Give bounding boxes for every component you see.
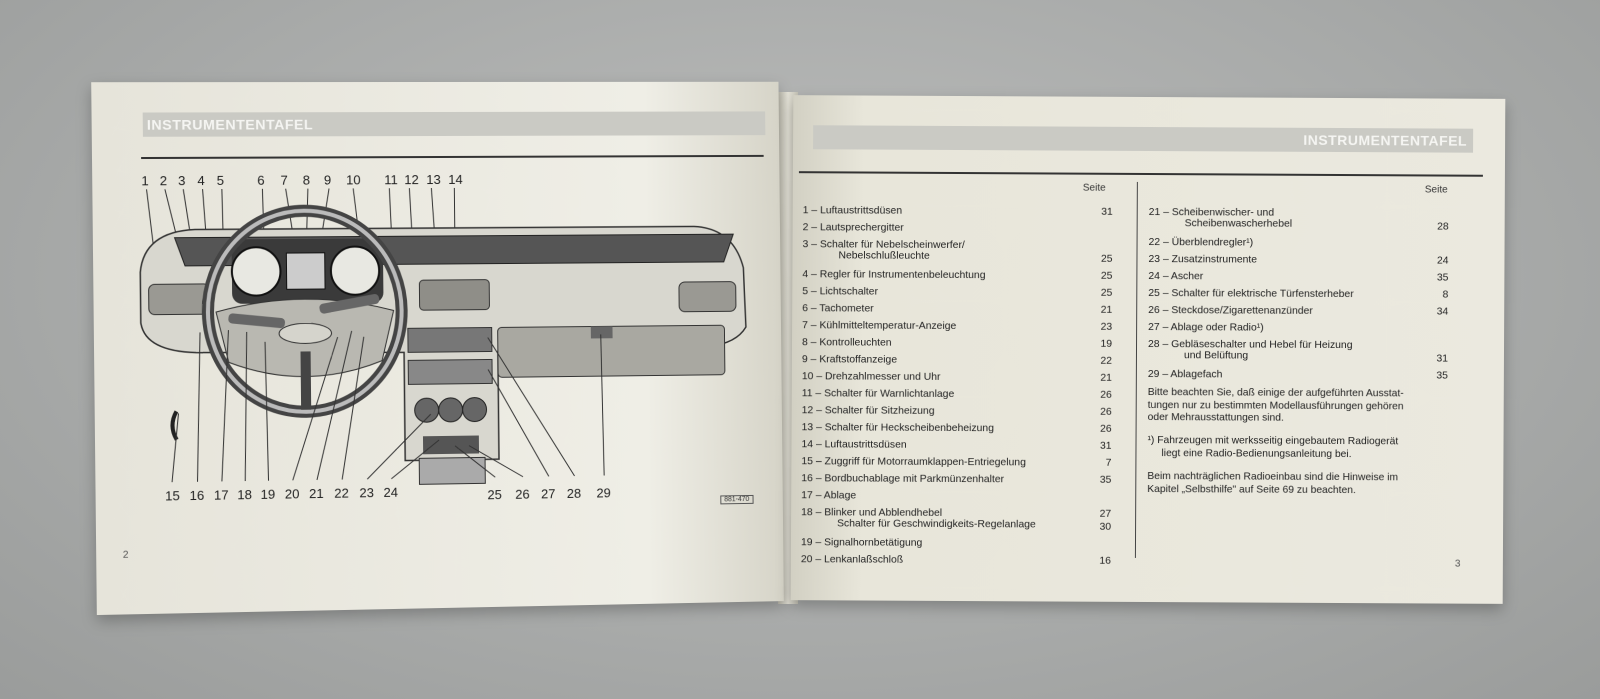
- right-page-number: 3: [1454, 558, 1461, 570]
- list-item: 3 – Schalter für Nebelscheinwerfer/Nebel…: [802, 239, 1113, 265]
- callout-10: 10: [346, 172, 361, 187]
- right-header-rule: [798, 171, 1483, 177]
- callout-8: 8: [303, 173, 310, 188]
- callout-26: 26: [515, 487, 529, 502]
- right-page: INSTRUMENTENTAFEL Seite Seite 1 – Luftau…: [790, 95, 1506, 604]
- callout-11: 11: [384, 172, 398, 187]
- note-radio-footnote: ¹) Fahrzeugen mit werksseitig eingebaute…: [1147, 434, 1399, 460]
- list-item: 25 – Schalter für elektrische Türfenster…: [1148, 288, 1449, 301]
- callout-24: 24: [383, 485, 398, 500]
- dashboard-drawing: [140, 208, 748, 485]
- left-page: INSTRUMENTENTAFEL 1 2 3 4 5 6 7 8 9 10 1…: [91, 81, 784, 616]
- dashboard-diagram: 1 2 3 4 5 6 7 8 9 10 11 12 13 14: [133, 172, 765, 504]
- callout-21: 21: [309, 486, 324, 501]
- column-divider: [1134, 181, 1138, 558]
- right-page-header: INSTRUMENTENTAFEL: [813, 125, 1474, 153]
- list-item: 22 – Überblendregler¹): [1148, 237, 1254, 249]
- callout-12: 12: [404, 172, 419, 187]
- callout-16: 16: [189, 488, 204, 503]
- callout-9: 9: [324, 173, 331, 188]
- callout-top-numbers: 1 2 3 4 5 6 7 8 9 10 11 12 13 14: [141, 172, 462, 188]
- callout-bottom-numbers: 15 16 17 18 19 20 21 22 23 24 25 26 27 2…: [165, 485, 611, 504]
- callout-17: 17: [214, 487, 229, 502]
- callout-1: 1: [141, 173, 149, 188]
- callout-28: 28: [567, 486, 581, 501]
- list-item: 17 – Ablage: [801, 490, 857, 502]
- list-item: 27 – Ablage oder Radio¹): [1148, 322, 1264, 334]
- callout-14: 14: [448, 172, 463, 187]
- note-radio-install: Beim nachträglichen Radioeinbau sind die…: [1147, 470, 1399, 496]
- callout-4: 4: [197, 173, 205, 188]
- callout-15: 15: [165, 488, 180, 503]
- figure-code: 881-470: [720, 494, 754, 505]
- callout-27: 27: [541, 486, 555, 501]
- callout-25: 25: [487, 487, 502, 502]
- callout-6: 6: [257, 173, 264, 188]
- list-item: 16 – Bordbuchablage mit Parkmünzenhalter…: [801, 473, 1112, 486]
- left-page-number: 2: [122, 549, 129, 561]
- callout-19: 19: [260, 487, 275, 502]
- callout-3: 3: [178, 173, 186, 188]
- list-item: 2 – Lautsprechergitter: [802, 222, 904, 234]
- callout-7: 7: [280, 173, 287, 188]
- callout-13: 13: [426, 172, 441, 187]
- callout-23: 23: [359, 485, 374, 500]
- list-item: 19 – Signalhornbetätigung: [800, 537, 923, 549]
- list-item: 15 – Zuggriff für Motorraumklappen-Entri…: [801, 456, 1112, 469]
- callout-18: 18: [237, 487, 252, 502]
- note-availability: Bitte beachten Sie, daß einige der aufge…: [1147, 386, 1404, 424]
- callout-20: 20: [285, 486, 300, 501]
- callout-5: 5: [217, 173, 224, 188]
- seite-label-left: Seite: [1082, 182, 1106, 194]
- seite-label-right: Seite: [1424, 184, 1448, 196]
- callout-22: 22: [334, 486, 349, 501]
- left-page-header: INSTRUMENTENTAFEL: [142, 111, 766, 137]
- callout-29: 29: [596, 485, 610, 500]
- list-item: 28 – Gebläseschalter und Hebel für Heizu…: [1147, 339, 1448, 365]
- callout-2: 2: [160, 173, 168, 188]
